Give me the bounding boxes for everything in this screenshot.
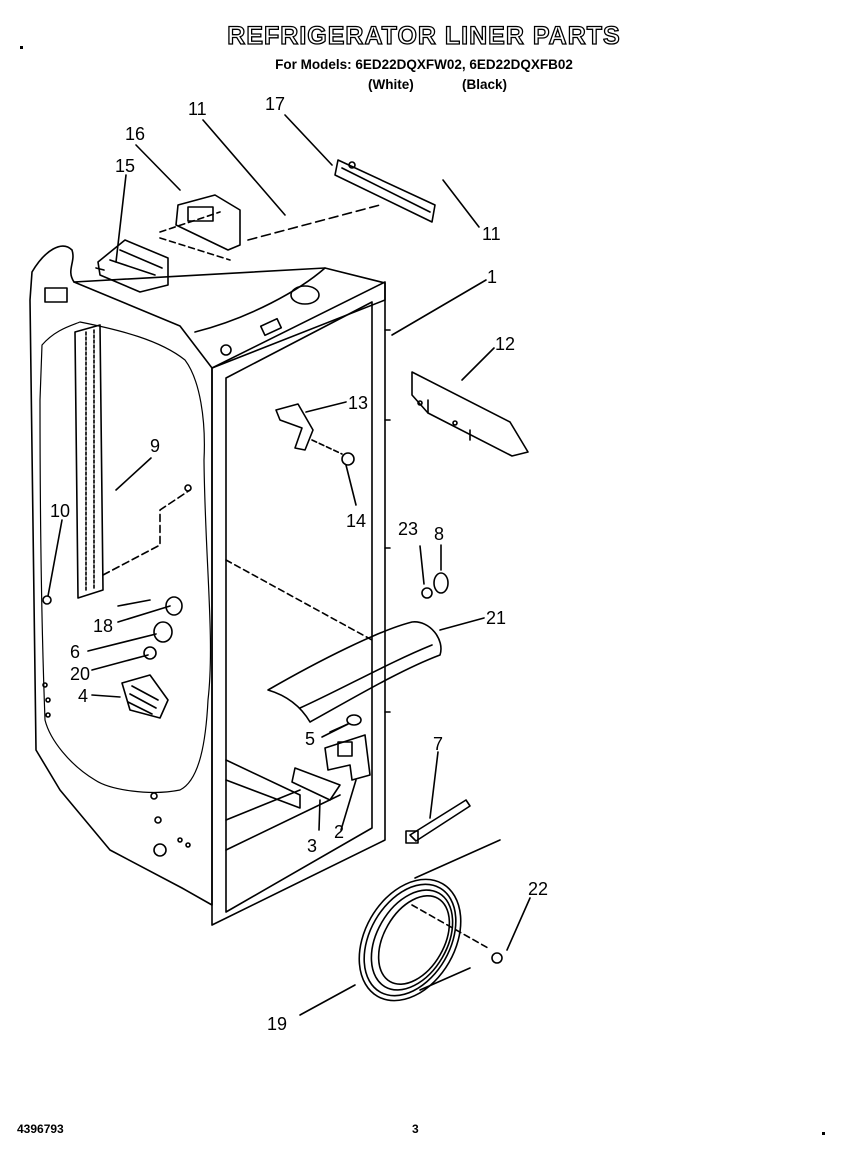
part-5-nut bbox=[329, 714, 362, 733]
callout-11-right: 11 bbox=[482, 224, 501, 244]
callout-15: 15 bbox=[115, 156, 135, 176]
part-19-tube-coil bbox=[358, 839, 501, 1002]
part-16-bracket bbox=[159, 194, 241, 261]
liner-body bbox=[29, 245, 391, 926]
callout-16: 16 bbox=[125, 124, 145, 144]
part-17-bracket bbox=[247, 159, 436, 241]
callout-18: 18 bbox=[93, 616, 113, 636]
callout-labels: 16 15 11 17 11 1 12 13 14 9 10 23 8 21 1… bbox=[50, 94, 548, 1034]
part-7-cable-tie bbox=[405, 799, 471, 844]
callout-5: 5 bbox=[305, 729, 315, 749]
part-15-housing bbox=[95, 239, 169, 293]
variant-white-label: (White) bbox=[368, 77, 414, 92]
part-2-bracket bbox=[324, 734, 371, 781]
variant-black-label: (Black) bbox=[462, 77, 508, 92]
part-9-rail bbox=[74, 324, 192, 599]
part-8-screw bbox=[433, 544, 449, 594]
part-6-knob bbox=[153, 621, 173, 643]
part-10-screw bbox=[42, 595, 52, 605]
callout-1: 1 bbox=[487, 267, 497, 287]
callout-8: 8 bbox=[434, 524, 444, 544]
callout-19: 19 bbox=[267, 1014, 287, 1034]
callout-3: 3 bbox=[307, 836, 317, 856]
part-18-pin bbox=[117, 596, 183, 616]
callout-17: 17 bbox=[265, 94, 285, 114]
part-13-bracket bbox=[275, 403, 314, 451]
callout-22: 22 bbox=[528, 879, 548, 899]
part-12-cover bbox=[411, 371, 529, 457]
callout-10: 10 bbox=[50, 501, 70, 521]
callout-9: 9 bbox=[150, 436, 160, 456]
callout-14: 14 bbox=[346, 511, 366, 531]
callout-2: 2 bbox=[334, 822, 344, 842]
callout-21: 21 bbox=[486, 608, 506, 628]
scan-marks bbox=[20, 46, 825, 1135]
part-3-bracket bbox=[291, 767, 341, 801]
callout-4: 4 bbox=[78, 686, 88, 706]
callout-23: 23 bbox=[398, 519, 418, 539]
callout-13: 13 bbox=[348, 393, 368, 413]
part-4-grille bbox=[121, 674, 169, 719]
callout-7: 7 bbox=[433, 734, 443, 754]
callout-20: 20 bbox=[70, 664, 90, 684]
leader-lines bbox=[47, 114, 531, 1016]
page-number: 3 bbox=[412, 1122, 419, 1136]
part-20-bulb bbox=[143, 646, 157, 660]
part-14-screw bbox=[311, 439, 355, 466]
part-23-clip bbox=[419, 545, 433, 599]
callout-11-top: 11 bbox=[188, 99, 207, 119]
part-22-screw bbox=[491, 952, 503, 964]
callout-12: 12 bbox=[495, 334, 515, 354]
page-title: REFRIGERATOR LINER PARTS bbox=[227, 21, 621, 50]
document-number: 4396793 bbox=[17, 1122, 64, 1136]
models-line: For Models: 6ED22DQXFW02, 6ED22DQXFB02 bbox=[275, 57, 573, 72]
callout-6: 6 bbox=[70, 642, 80, 662]
part-21-cover bbox=[267, 621, 442, 723]
